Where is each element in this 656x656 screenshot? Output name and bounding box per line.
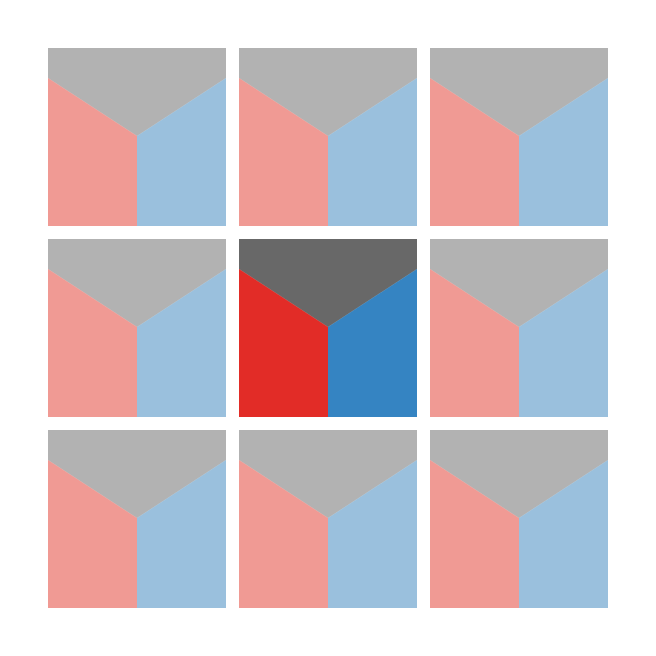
tile-top-face [48,239,226,327]
tile-top-face [239,239,417,327]
tile-right-face [328,269,417,417]
tile-left-face [430,269,519,417]
tile-top-face [239,48,417,136]
tile[interactable] [48,48,226,226]
tile[interactable] [48,239,226,417]
tile-top-face [239,430,417,518]
tile-left-face [239,460,328,608]
tile-left-face [48,269,137,417]
tile-top-face [48,48,226,136]
tile-left-face [430,78,519,226]
tile[interactable] [48,430,226,608]
tile-right-face [519,269,608,417]
tile-right-face [519,460,608,608]
tile-top-face [430,48,608,136]
tile-right-face [328,78,417,226]
tile-right-face [519,78,608,226]
tile-left-face [48,78,137,226]
tile-right-face [137,78,226,226]
tile[interactable] [239,430,417,608]
tile[interactable] [430,430,608,608]
tile-left-face [48,460,137,608]
tile-left-face [430,460,519,608]
tile-right-face [137,269,226,417]
tile-right-face [328,460,417,608]
tile[interactable] [430,239,608,417]
tile[interactable] [430,48,608,226]
tile-right-face [137,460,226,608]
tile-top-face [430,430,608,518]
tile-top-face [48,430,226,518]
tile-selected[interactable] [239,239,417,417]
tile-left-face [239,269,328,417]
tile-top-face [430,239,608,327]
tile-left-face [239,78,328,226]
tile[interactable] [239,48,417,226]
